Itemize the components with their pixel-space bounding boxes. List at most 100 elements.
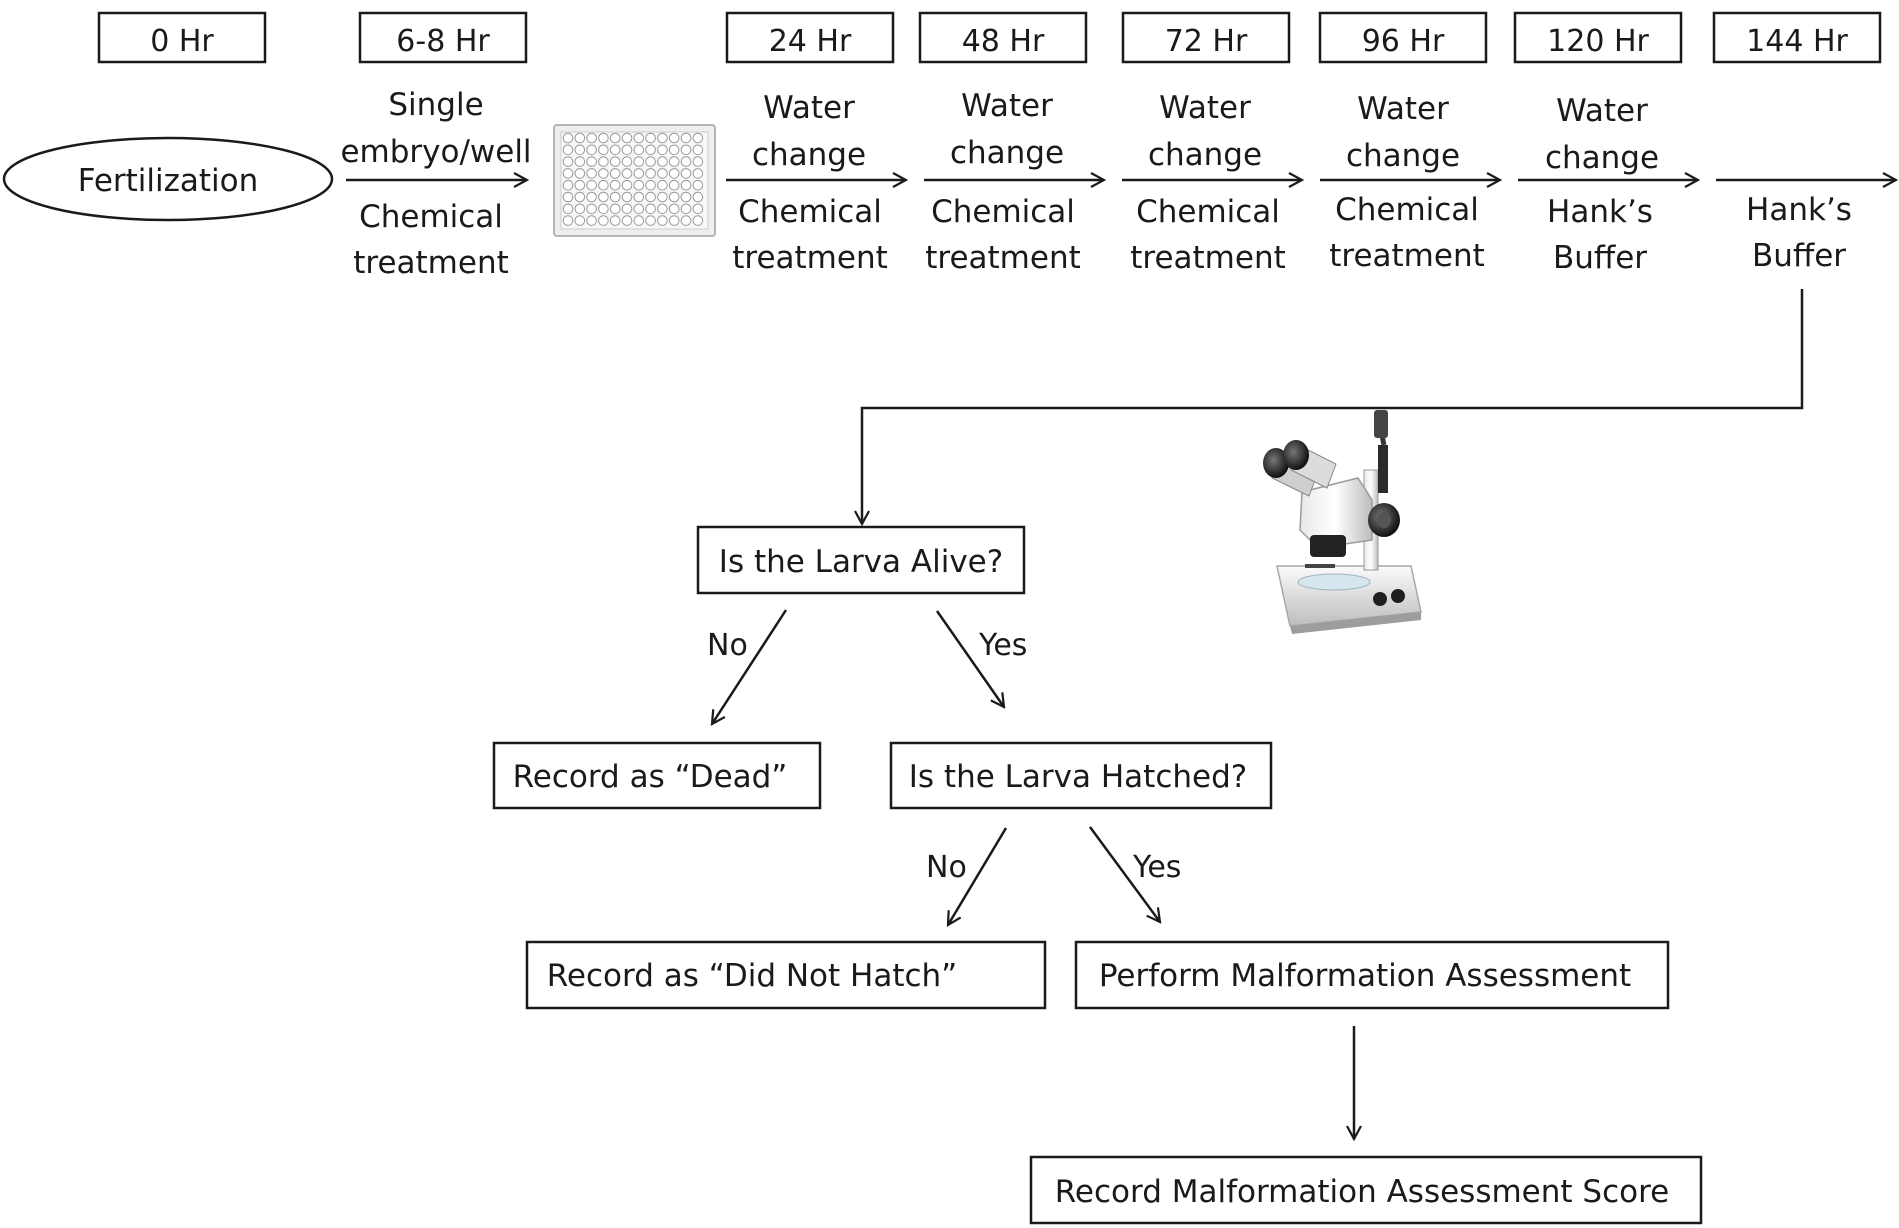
plate-well (668, 156, 680, 167)
plate-well (657, 168, 668, 179)
plate-well (574, 156, 586, 167)
decision-box-alive (696, 525, 1026, 595)
plate-well (562, 203, 574, 215)
step-label: change (1545, 140, 1659, 176)
plate-well (621, 215, 633, 226)
plate-well (609, 191, 621, 203)
branch-label-yes: Yes (1132, 850, 1181, 885)
flowchart: Is the Larva Alive? No Yes Record as “De… (492, 525, 1703, 1225)
plate-well (621, 179, 633, 191)
plate-well (574, 179, 586, 191)
plate-well (680, 144, 692, 156)
decision-alive-label: Is the Larva Alive? (719, 544, 1003, 580)
plate-well (598, 191, 609, 203)
plate-well (657, 179, 668, 191)
step-label: change (1346, 138, 1460, 174)
plate-well (609, 203, 621, 215)
plate-well (668, 191, 680, 203)
plate-well (586, 191, 597, 203)
plate-well (645, 203, 656, 215)
step-label: treatment (1130, 240, 1286, 276)
time-labels: 0 Hr 6-8 Hr 24 Hr 48 Hr 72 Hr 96 Hr 120 … (97, 11, 1882, 64)
well-plate-image (553, 124, 716, 237)
plate-well (657, 132, 668, 144)
decision-box-hatched (889, 741, 1273, 810)
time-label-144hr: 144 Hr (1746, 24, 1848, 59)
process-assess-label: Perform Malformation Assessment (1099, 958, 1631, 994)
plate-well (574, 144, 586, 156)
time-label-120hr: 120 Hr (1547, 24, 1649, 59)
plate-well (562, 215, 574, 226)
plate-well (586, 168, 597, 179)
plate-well (621, 144, 633, 156)
plate-well (609, 144, 621, 156)
plate-well (645, 191, 656, 203)
plate-well (598, 132, 609, 144)
plate-well (692, 179, 704, 191)
branch-arrow-no (948, 827, 1008, 925)
plate-well (562, 191, 574, 203)
step-label: Buffer (1752, 238, 1846, 274)
time-label-24hr: 24 Hr (769, 24, 852, 59)
branch-arrow-yes (935, 610, 1004, 707)
plate-well (633, 156, 645, 167)
step-label: Chemical (738, 194, 882, 230)
plate-well (562, 144, 574, 156)
step-label: Water (763, 90, 855, 126)
plate-well (633, 191, 645, 203)
plate-well (598, 203, 609, 215)
plate-well (633, 179, 645, 191)
step-label: Buffer (1553, 240, 1647, 276)
plate-well (586, 132, 597, 144)
plate-well (668, 215, 680, 226)
result-box-not-hatched (525, 940, 1047, 1010)
step-label: change (752, 137, 866, 173)
plate-well (562, 168, 574, 179)
decision-hatched-label: Is the Larva Hatched? (909, 759, 1247, 795)
plate-well (668, 132, 680, 144)
plate-well (574, 191, 586, 203)
plate-well (680, 132, 692, 144)
plate-well (680, 179, 692, 191)
step-label: Chemical (1335, 192, 1479, 228)
step-label: Water (1357, 91, 1449, 127)
plate-well (598, 179, 609, 191)
plate-well (680, 168, 692, 179)
connector-line (862, 289, 1804, 524)
plate-well (621, 156, 633, 167)
step-label: Chemical (1136, 194, 1280, 230)
plate-well (598, 168, 609, 179)
time-label-6-8hr: 6-8 Hr (396, 24, 490, 59)
plate-well (598, 156, 609, 167)
result-not-hatched-label: Record as “Did Not Hatch” (547, 958, 957, 994)
plate-well (621, 132, 633, 144)
timeline-step-labels: Single embryo/well Chemical treatment Wa… (340, 87, 1852, 281)
plate-well (692, 156, 704, 167)
step-label: Water (1159, 90, 1251, 126)
plate-well (633, 203, 645, 215)
plate-well (692, 144, 704, 156)
plate-well (645, 144, 656, 156)
plate-well (574, 215, 586, 226)
step-label: treatment (1329, 238, 1485, 274)
process-box-assess (1074, 940, 1670, 1010)
step-label: treatment (925, 240, 1081, 276)
plate-well (668, 179, 680, 191)
step-label: change (1148, 137, 1262, 173)
plate-well (586, 203, 597, 215)
plate-well (657, 203, 668, 215)
result-box-dead (492, 741, 822, 810)
plate-well (586, 215, 597, 226)
plate-well (645, 179, 656, 191)
plate-well (609, 179, 621, 191)
plate-well (633, 168, 645, 179)
plate-well (680, 203, 692, 215)
plate-well (574, 168, 586, 179)
plate-well (621, 168, 633, 179)
plate-well (586, 179, 597, 191)
plate-well (609, 156, 621, 167)
plate-well (645, 156, 656, 167)
step-label: Water (1556, 93, 1648, 129)
plate-well (633, 215, 645, 226)
time-label-96hr: 96 Hr (1362, 24, 1445, 59)
